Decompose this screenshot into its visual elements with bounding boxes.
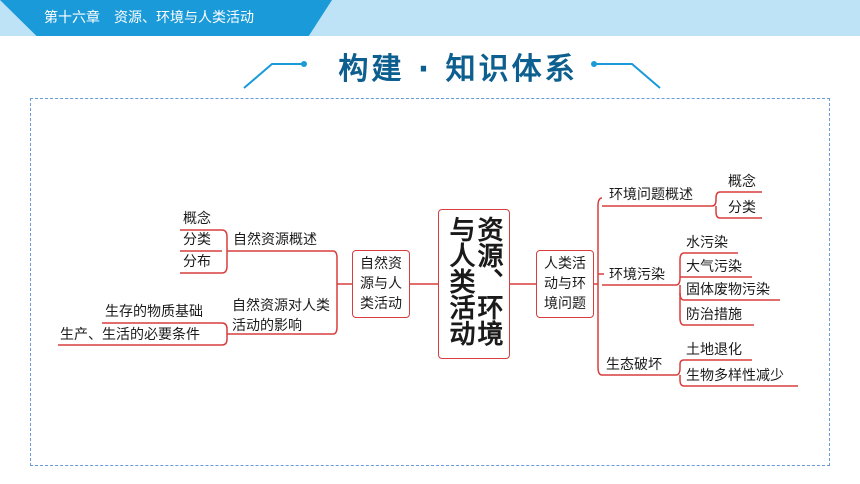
chapter-tab: [0, 0, 332, 36]
leaf-classification: 分类: [183, 232, 211, 248]
leaf-env-classification: 分类: [728, 200, 756, 216]
leaf-prevention-measures: 防治措施: [686, 307, 742, 323]
section-title: 构建 · 知识体系: [338, 52, 578, 87]
center-topic: 资源、环境与人类活动: [438, 209, 510, 359]
box-label: 人类活动与环境问题: [544, 256, 586, 312]
leaf-air-pollution: 大气污染: [686, 259, 742, 275]
box-natural-resources-human: 自然资源与人类活动: [352, 250, 410, 318]
node-resource-impact: 自然资源对人类活动的影响: [232, 298, 330, 334]
leaf-necessary-conditions: 生产、生活的必要条件: [60, 327, 200, 343]
node-ecological-damage: 生态破坏: [606, 357, 662, 373]
leaf-biodiversity-loss: 生物多样性减少: [686, 368, 784, 384]
diagram-frame: [30, 98, 830, 466]
leaf-water-pollution: 水污染: [686, 235, 728, 251]
center-label: 资源、环境与人类活动: [445, 216, 503, 346]
title-decoration: [243, 61, 661, 89]
leaf-env-concept: 概念: [728, 174, 756, 190]
leaf-material-basis: 生存的物质基础: [105, 304, 203, 320]
leaf-solid-waste-pollution: 固体废物污染: [686, 282, 770, 298]
chapter-title: 第十六章 资源、环境与人类活动: [44, 10, 254, 26]
node-natural-resources-overview: 自然资源概述: [233, 232, 317, 248]
box-label: 自然资源与人类活动: [360, 256, 402, 312]
node-env-pollution: 环境污染: [609, 267, 665, 283]
leaf-land-degradation: 土地退化: [686, 342, 742, 358]
leaf-concept: 概念: [183, 211, 211, 227]
box-human-environment: 人类活动与环境问题: [536, 250, 594, 318]
leaf-distribution: 分布: [183, 254, 211, 270]
node-env-problems-overview: 环境问题概述: [609, 187, 693, 203]
